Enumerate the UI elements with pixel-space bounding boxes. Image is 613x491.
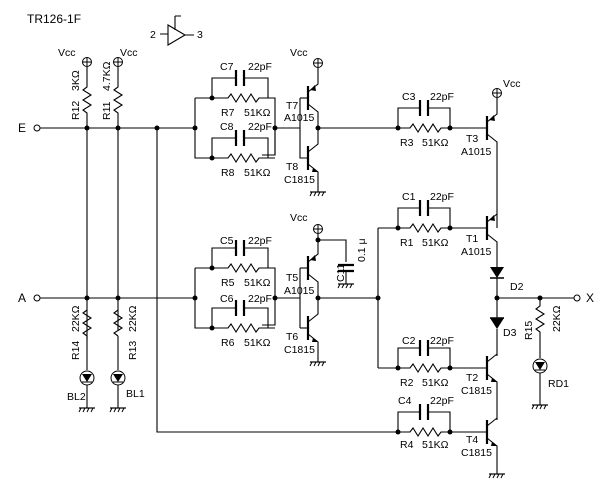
- svg-text:C1815: C1815: [284, 174, 315, 186]
- r7-value: 51KΩ: [244, 107, 271, 119]
- transistor-t4: T4 C1815: [461, 417, 506, 479]
- c7-value: 22pF: [248, 61, 272, 73]
- c8-label: C8: [220, 121, 234, 133]
- svg-text:A1015: A1015: [461, 146, 492, 158]
- c2-value: 22pF: [430, 335, 454, 347]
- port-x-label: X: [586, 291, 594, 305]
- vcc-r12: Vcc: [58, 47, 92, 67]
- r6-value: 51KΩ: [244, 337, 271, 349]
- svg-text:3: 3: [197, 29, 203, 41]
- r5-value: 51KΩ: [244, 277, 271, 289]
- r4-label: R4: [400, 439, 414, 451]
- r15-value: 22KΩ: [551, 305, 563, 332]
- buffer-symbol: 2 3: [150, 15, 203, 46]
- c4-label: C4: [398, 395, 412, 407]
- r13-value: 22KΩ: [127, 305, 139, 332]
- r1-label: R1: [400, 237, 414, 249]
- diode-d2: D2: [490, 262, 524, 318]
- svg-text:D3: D3: [503, 327, 517, 339]
- r12-value: 3KΩ: [70, 70, 82, 91]
- svg-text:T8: T8: [286, 161, 298, 173]
- transistor-t1: T1 A1015: [461, 213, 498, 262]
- vcc-r11: Vcc: [113, 47, 138, 67]
- transistor-t6: T6 C1815: [284, 298, 327, 367]
- svg-text:2: 2: [150, 29, 156, 41]
- r11-value: 4.7KΩ: [101, 61, 113, 91]
- svg-text:C1815: C1815: [461, 447, 492, 459]
- c5-label: C5: [220, 235, 234, 247]
- transistor-t3: Vcc T3 A1015: [461, 78, 521, 228]
- r3-value: 51KΩ: [422, 137, 449, 149]
- svg-text:A1015: A1015: [284, 285, 315, 297]
- port-a-terminal[interactable]: [33, 294, 41, 302]
- c7-label: C7: [220, 61, 234, 73]
- svg-text:T2: T2: [466, 372, 478, 384]
- r4-value: 51KΩ: [422, 439, 449, 451]
- transistor-t8: T8 C1815: [284, 128, 327, 197]
- svg-text:C1815: C1815: [461, 385, 492, 397]
- led-bl2: BL2: [67, 336, 96, 413]
- title: TR126-1F: [27, 12, 81, 26]
- r11-label: R11: [101, 101, 113, 120]
- led-rd1: RD1: [531, 358, 569, 410]
- svg-text:C11: C11: [335, 263, 347, 282]
- c6-label: C6: [220, 293, 234, 305]
- c8-value: 22pF: [248, 121, 272, 133]
- r6-label: R6: [221, 337, 235, 349]
- c2-label: C2: [402, 335, 416, 347]
- r2-label: R2: [400, 377, 414, 389]
- svg-text:T3: T3: [466, 133, 478, 145]
- svg-text:D2: D2: [510, 281, 524, 293]
- svg-text:A1015: A1015: [461, 246, 492, 258]
- svg-text:BL1: BL1: [126, 388, 145, 400]
- r13-label: R13: [127, 341, 139, 360]
- svg-text:RD1: RD1: [548, 378, 569, 390]
- r5-label: R5: [221, 277, 235, 289]
- c3-value: 22pF: [430, 91, 454, 103]
- port-e-terminal[interactable]: [33, 124, 41, 132]
- svg-text:0.1 μ: 0.1 μ: [356, 238, 368, 262]
- r12-label: R12: [70, 101, 82, 120]
- r1-value: 51KΩ: [422, 237, 449, 249]
- svg-text:T5: T5: [286, 272, 298, 284]
- r3-label: R3: [400, 137, 414, 149]
- svg-text:T4: T4: [466, 434, 478, 446]
- svg-text:Vcc: Vcc: [290, 47, 308, 59]
- diode-d3: D3: [490, 317, 517, 356]
- c6-value: 22pF: [248, 293, 272, 305]
- svg-text:Vcc: Vcc: [290, 212, 308, 224]
- svg-text:T6: T6: [286, 331, 298, 343]
- r14-value: 22KΩ: [70, 305, 82, 332]
- c5-value: 22pF: [248, 235, 272, 247]
- c1-value: 22pF: [430, 191, 454, 203]
- svg-text:Vcc: Vcc: [503, 78, 521, 90]
- port-e-label: E: [18, 121, 26, 135]
- transistor-t2: T2 C1815: [461, 353, 498, 420]
- svg-text:C1815: C1815: [284, 344, 315, 356]
- r8-label: R8: [221, 167, 235, 179]
- svg-text:T7: T7: [286, 100, 298, 112]
- svg-text:BL2: BL2: [67, 391, 86, 403]
- capacitor-c11: C11 0.1 μ: [335, 238, 368, 289]
- svg-text:A1015: A1015: [284, 112, 315, 124]
- transistor-t5: Vcc T5 A1015: [284, 212, 323, 298]
- transistor-t7: Vcc T7 A1015: [284, 47, 323, 128]
- r2-value: 51KΩ: [422, 377, 449, 389]
- svg-text:T1: T1: [466, 233, 478, 245]
- r7-label: R7: [221, 107, 235, 119]
- c1-label: C1: [402, 191, 416, 203]
- port-a-label: A: [18, 291, 26, 305]
- svg-text:Vcc: Vcc: [58, 47, 76, 59]
- c4-value: 22pF: [430, 395, 454, 407]
- port-x-terminal[interactable]: [573, 294, 581, 302]
- svg-text:Vcc: Vcc: [120, 47, 138, 59]
- led-bl1: BL1: [109, 336, 145, 413]
- c3-label: C3: [402, 91, 416, 103]
- r14-label: R14: [70, 341, 82, 360]
- r8-value: 51KΩ: [244, 167, 271, 179]
- r15-label: R15: [523, 321, 535, 340]
